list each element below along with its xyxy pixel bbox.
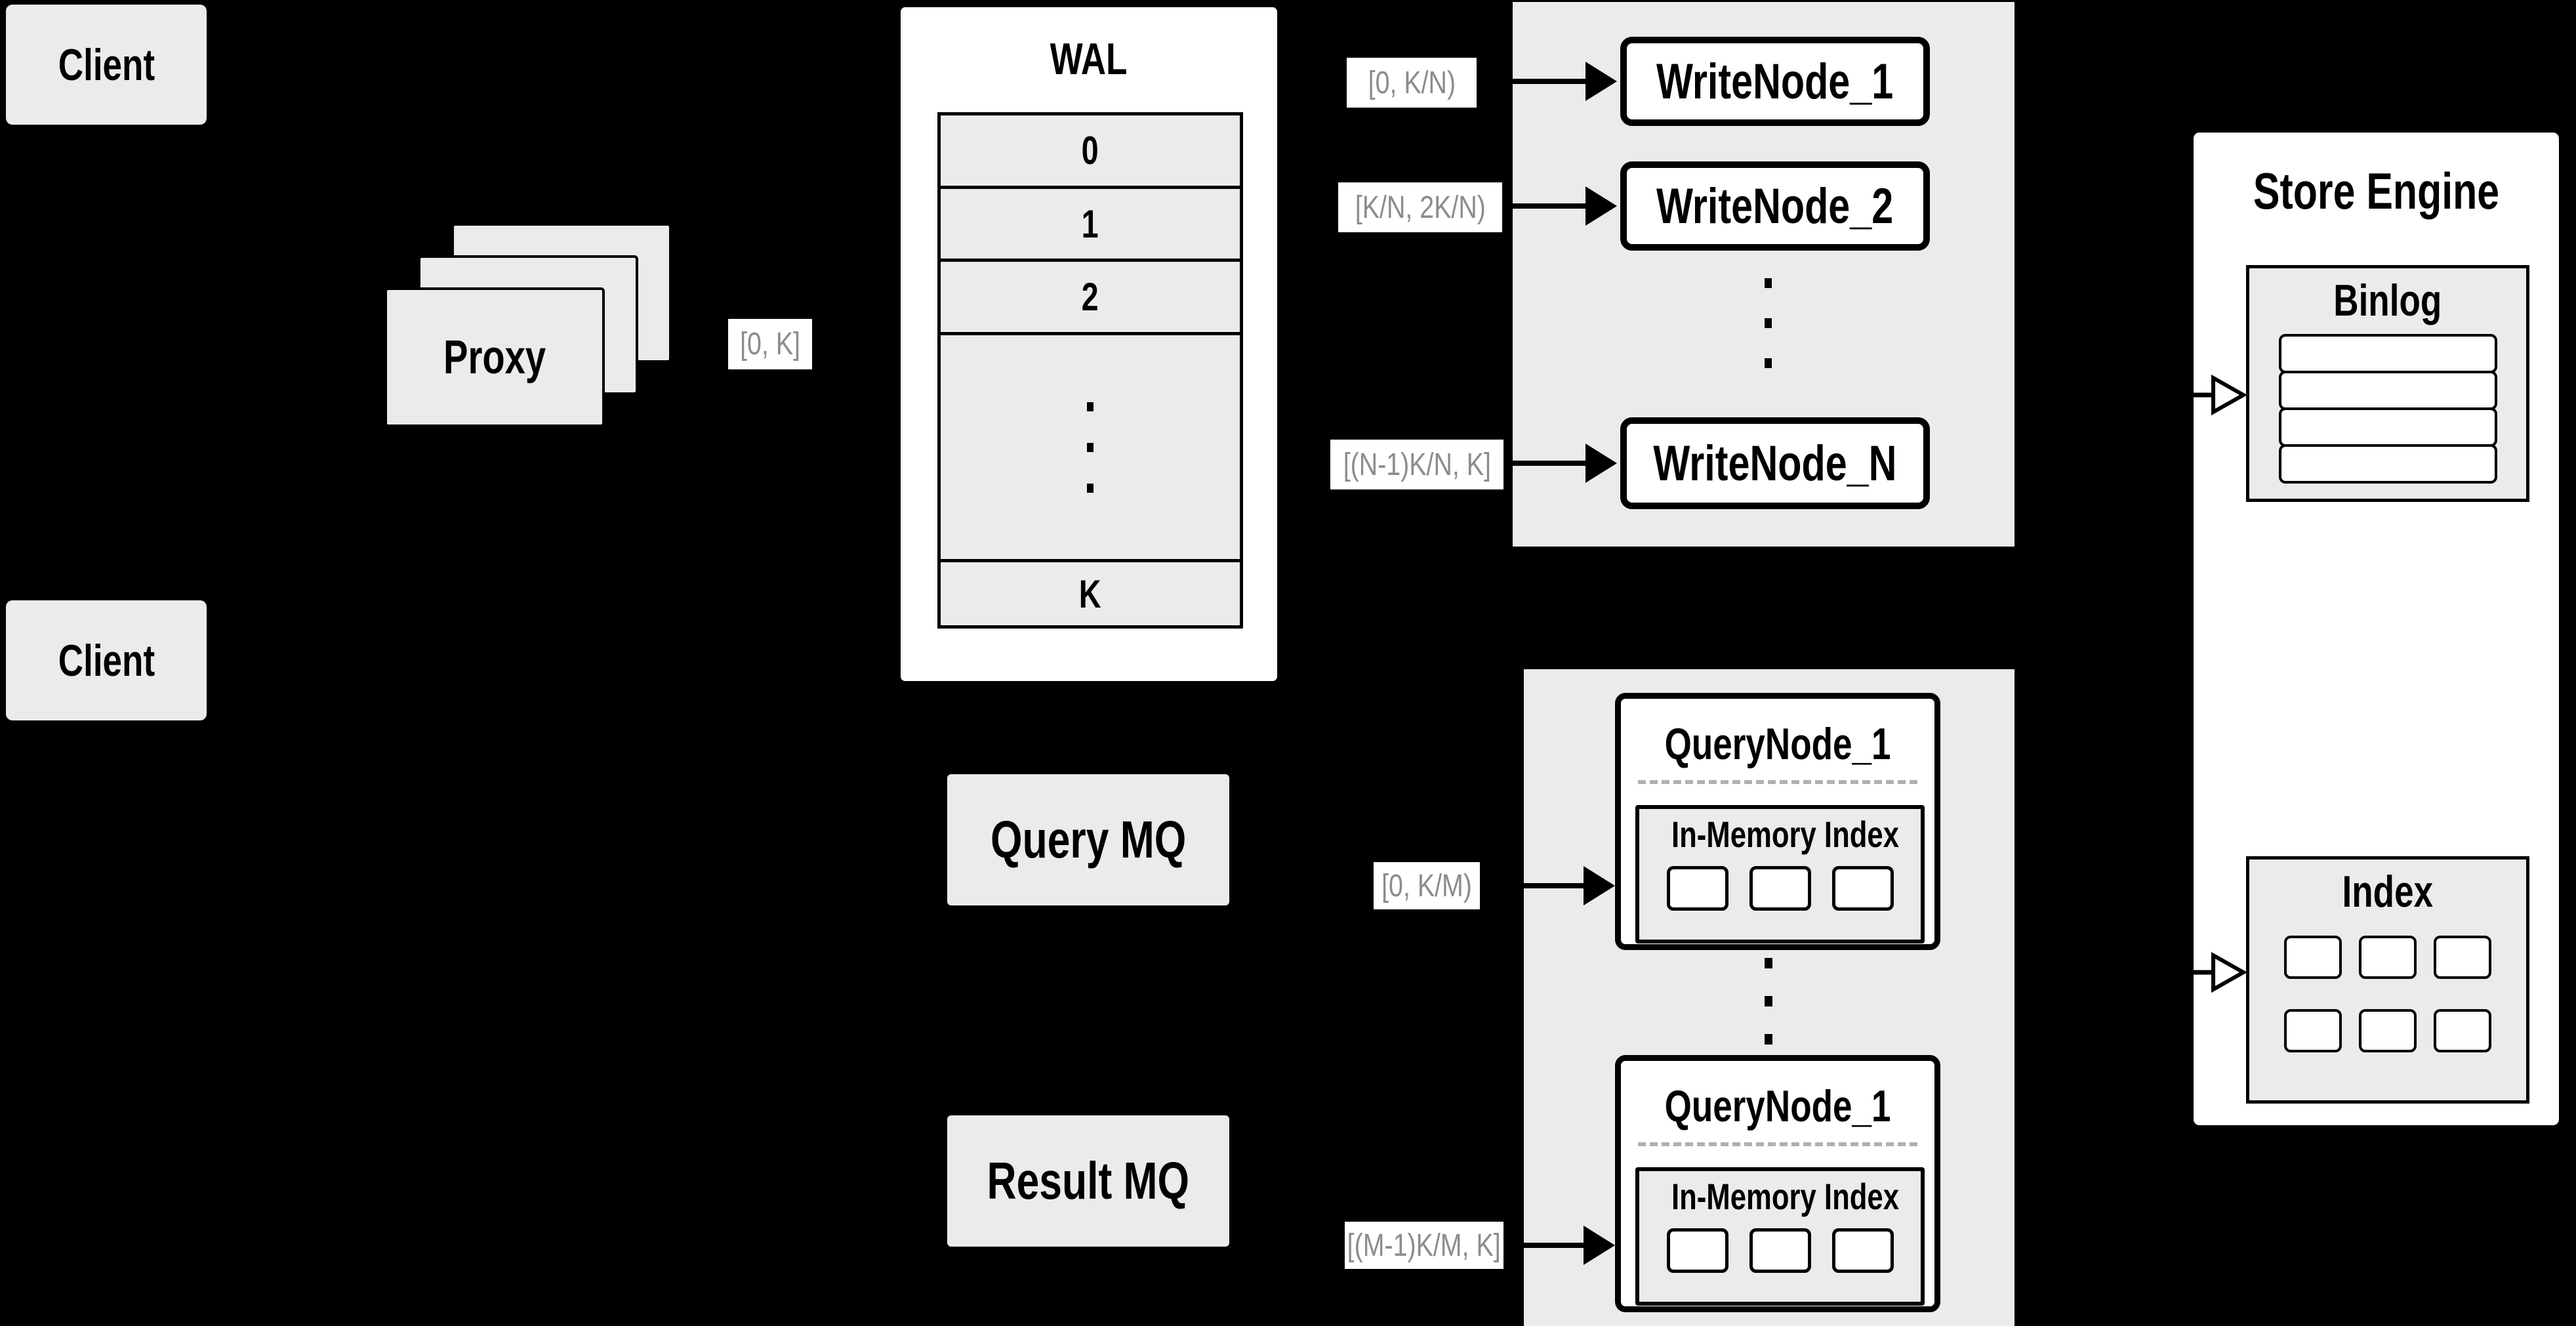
index-segment — [1666, 866, 1728, 911]
client-box-top: Client — [6, 5, 207, 125]
wal-row-0: 0 — [941, 115, 1240, 189]
index-segment — [1666, 1228, 1728, 1273]
binlog-row — [2278, 371, 2497, 410]
wal-row-ellipsis — [941, 335, 1240, 562]
binlog-rows — [2249, 334, 2526, 484]
range-label-query-1: [0, K/M) — [1374, 862, 1480, 909]
binlog-row — [2278, 444, 2497, 484]
query-node-title: QueryNode_1 — [1664, 719, 1891, 769]
store-engine-box: Store Engine Binlog Index — [2190, 129, 2562, 1129]
index-title: Index — [2342, 867, 2434, 917]
in-memory-index-box: In-Memory Index — [1635, 805, 1925, 943]
proxy-label: Proxy — [443, 331, 546, 384]
client-label: Client — [58, 635, 155, 686]
store-engine-title: Store Engine — [2253, 162, 2500, 220]
open-arrow-right-icon — [2184, 951, 2247, 993]
index-segment-row — [1639, 1228, 1921, 1273]
query-node-top: QueryNode_1 In-Memory Index — [1615, 693, 1940, 950]
range-label-write-n: [(N-1)K/N, K] — [1330, 440, 1503, 489]
arrow-right-icon — [1506, 444, 1617, 483]
index-segment — [1831, 1228, 1894, 1273]
arrow-right-icon — [1479, 62, 1617, 101]
dashed-divider — [1638, 1142, 1917, 1146]
wal-table: 0 1 2 K — [937, 112, 1243, 629]
write-node-1: WriteNode_1 — [1620, 37, 1930, 126]
wal-title: WAL — [1050, 34, 1128, 84]
index-cell — [2284, 1009, 2342, 1052]
binlog-row — [2278, 334, 2497, 373]
index-segment-row — [1639, 866, 1921, 911]
dashed-divider — [1638, 780, 1917, 784]
query-mq-box: Query MQ — [947, 774, 1229, 905]
write-node-2: WriteNode_2 — [1620, 161, 1930, 251]
client-label: Client — [58, 39, 155, 90]
binlog-title: Binlog — [2333, 276, 2442, 325]
in-memory-index-title: In-Memory Index — [1671, 1176, 1900, 1217]
arrow-right-icon — [1505, 186, 1617, 226]
vertical-ellipsis-icon — [1087, 402, 1094, 493]
wal-row-2: 2 — [941, 262, 1240, 335]
index-cell — [2359, 936, 2417, 979]
range-label-query-m: [(M-1)K/M, K] — [1345, 1222, 1503, 1269]
index-cell — [2434, 936, 2491, 979]
binlog-row — [2278, 407, 2497, 447]
wal-box: WAL 0 1 2 K — [897, 4, 1280, 684]
query-node-title: QueryNode_1 — [1664, 1081, 1891, 1131]
arrow-right-icon — [1482, 866, 1615, 905]
index-segment — [1831, 866, 1894, 911]
wal-row-k: K — [941, 562, 1240, 625]
result-mq-box: Result MQ — [947, 1115, 1229, 1247]
index-segment — [1749, 1228, 1811, 1273]
vertical-ellipsis-icon — [1765, 958, 1772, 1045]
range-label-write-1: [0, K/N) — [1347, 58, 1477, 108]
in-memory-index-title: In-Memory Index — [1671, 814, 1900, 855]
in-memory-index-box: In-Memory Index — [1635, 1167, 1925, 1306]
index-box: Index — [2246, 856, 2529, 1104]
range-label-write-2: [K/N, 2K/N) — [1338, 182, 1502, 232]
arrow-right-icon — [1506, 1226, 1615, 1265]
index-segment — [1749, 866, 1811, 911]
binlog-box: Binlog — [2246, 265, 2529, 502]
open-arrow-right-icon — [2184, 374, 2247, 416]
range-label-proxy: [0, K] — [728, 319, 812, 369]
write-node-n: WriteNode_N — [1620, 417, 1930, 509]
index-grid — [2249, 936, 2526, 1052]
index-cell — [2284, 936, 2342, 979]
index-cell — [2434, 1009, 2491, 1052]
proxy-box-front: Proxy — [384, 287, 605, 427]
wal-row-1: 1 — [941, 189, 1240, 262]
client-box-bottom: Client — [6, 600, 207, 720]
vertical-ellipsis-icon — [1765, 278, 1772, 368]
index-cell — [2359, 1009, 2417, 1052]
query-node-bottom: QueryNode_1 In-Memory Index — [1615, 1055, 1940, 1312]
